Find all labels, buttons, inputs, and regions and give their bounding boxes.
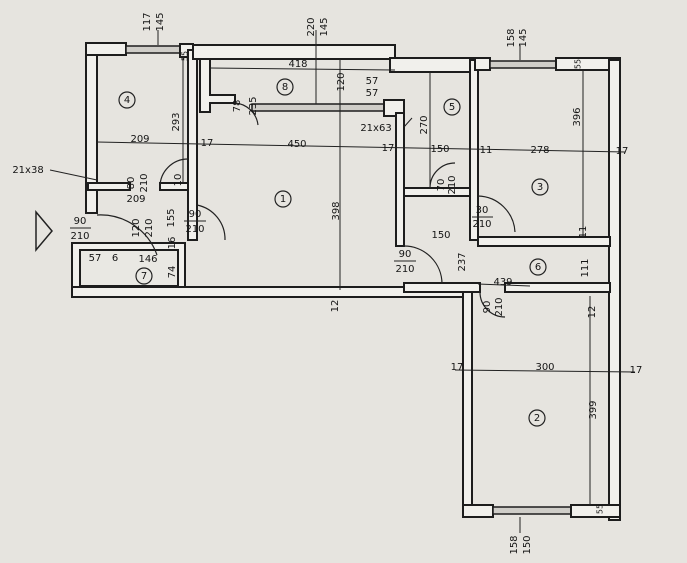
dim-label: 450 (287, 139, 306, 150)
dim-label: 209 (126, 194, 145, 205)
dim-label: 300 (535, 362, 554, 373)
dim-label: 90 (482, 301, 493, 314)
dim-label: 17 (451, 362, 464, 373)
dim-label: 90 (74, 216, 87, 227)
dim-label: 145 (518, 28, 529, 47)
dim-label: 293 (171, 112, 182, 131)
dim-label: 57 (89, 253, 102, 264)
dim-label: 11 (578, 226, 589, 239)
dim-label: 146 (138, 254, 157, 265)
dim-label: 150 (522, 535, 533, 554)
dim-label: 16 (167, 237, 178, 250)
dim-label: 158 (506, 28, 517, 47)
dim-label: 270 (419, 115, 430, 134)
dim-label: 145 (319, 17, 330, 36)
dim-label: 111 (580, 258, 591, 277)
dim-label: 117 (142, 12, 153, 31)
dim-label: 210 (472, 219, 491, 230)
room-markers: 4 8 1 5 3 6 7 2 (118, 78, 549, 427)
room-7-label: 7 (141, 271, 147, 282)
dim-label: 155 (166, 208, 177, 227)
dim-label: 21x63 (360, 123, 391, 134)
dim-label: 278 (530, 145, 549, 156)
dim-label: 30 (476, 205, 489, 216)
dim-label: 210 (395, 264, 414, 275)
dim-label: 150 (431, 230, 450, 241)
dim-label: 210 (139, 173, 150, 192)
dim-label: 55 (596, 504, 605, 514)
dim-label: 55 (181, 51, 190, 61)
dim-label: 74 (167, 266, 178, 279)
dim-label: 237 (457, 252, 468, 271)
dim-label: 150 (430, 144, 449, 155)
dim-label: 90 (399, 249, 412, 260)
dim-label: 396 (572, 107, 583, 126)
dimension-lines (49, 30, 636, 533)
dim-label: 145 (155, 12, 166, 31)
door-swings (96, 102, 516, 318)
dim-label: 57 (366, 76, 379, 87)
dim-label: 57 (366, 88, 379, 99)
dim-label: 210 (70, 231, 89, 242)
room-6-label: 6 (535, 262, 541, 273)
room-3-label: 3 (537, 182, 543, 193)
dim-label: 120 (131, 218, 142, 237)
dim-label: 399 (588, 400, 599, 419)
dim-label: 12 (330, 300, 341, 313)
room-4-label: 4 (124, 95, 130, 106)
walls (71, 42, 621, 521)
dim-label: 21x38 (12, 165, 43, 176)
room-1-label: 1 (280, 194, 286, 205)
dim-label: 158 (509, 535, 520, 554)
dim-label: 17 (382, 143, 395, 154)
dim-label: 12 (587, 306, 598, 319)
dim-label: 70 (436, 179, 447, 192)
dim-label: 6 (112, 253, 118, 264)
dim-label: 17 (630, 365, 643, 376)
dim-label: 90 (189, 209, 202, 220)
dim-label: 439 (493, 277, 512, 288)
dim-label: 80 (126, 177, 137, 190)
dim-label: 235 (248, 96, 259, 115)
dim-label: 120 (336, 72, 347, 91)
room-5-label: 5 (449, 102, 455, 113)
dim-label: 220 (306, 17, 317, 36)
entrance-arrow-icon (35, 209, 53, 253)
dim-label: 210 (447, 175, 458, 194)
dim-label: 210 (144, 218, 155, 237)
dim-label: 55 (574, 59, 583, 69)
dim-label: 209 (130, 134, 149, 145)
dimension-labels: 117 145 220 145 158 145 158 150 418 120 … (12, 12, 642, 554)
dim-label: 17 (616, 146, 629, 157)
dim-label: 78 (232, 100, 243, 113)
room-8-label: 8 (282, 82, 288, 93)
dim-label: 398 (331, 201, 342, 220)
dim-label: 210 (494, 297, 505, 316)
dim-label: 17 (201, 138, 214, 149)
dim-label: 11 (480, 145, 493, 156)
dim-label: 10 (173, 174, 184, 187)
dim-label: 210 (185, 224, 204, 235)
dim-label: 418 (288, 59, 307, 70)
room-2-label: 2 (534, 413, 540, 424)
